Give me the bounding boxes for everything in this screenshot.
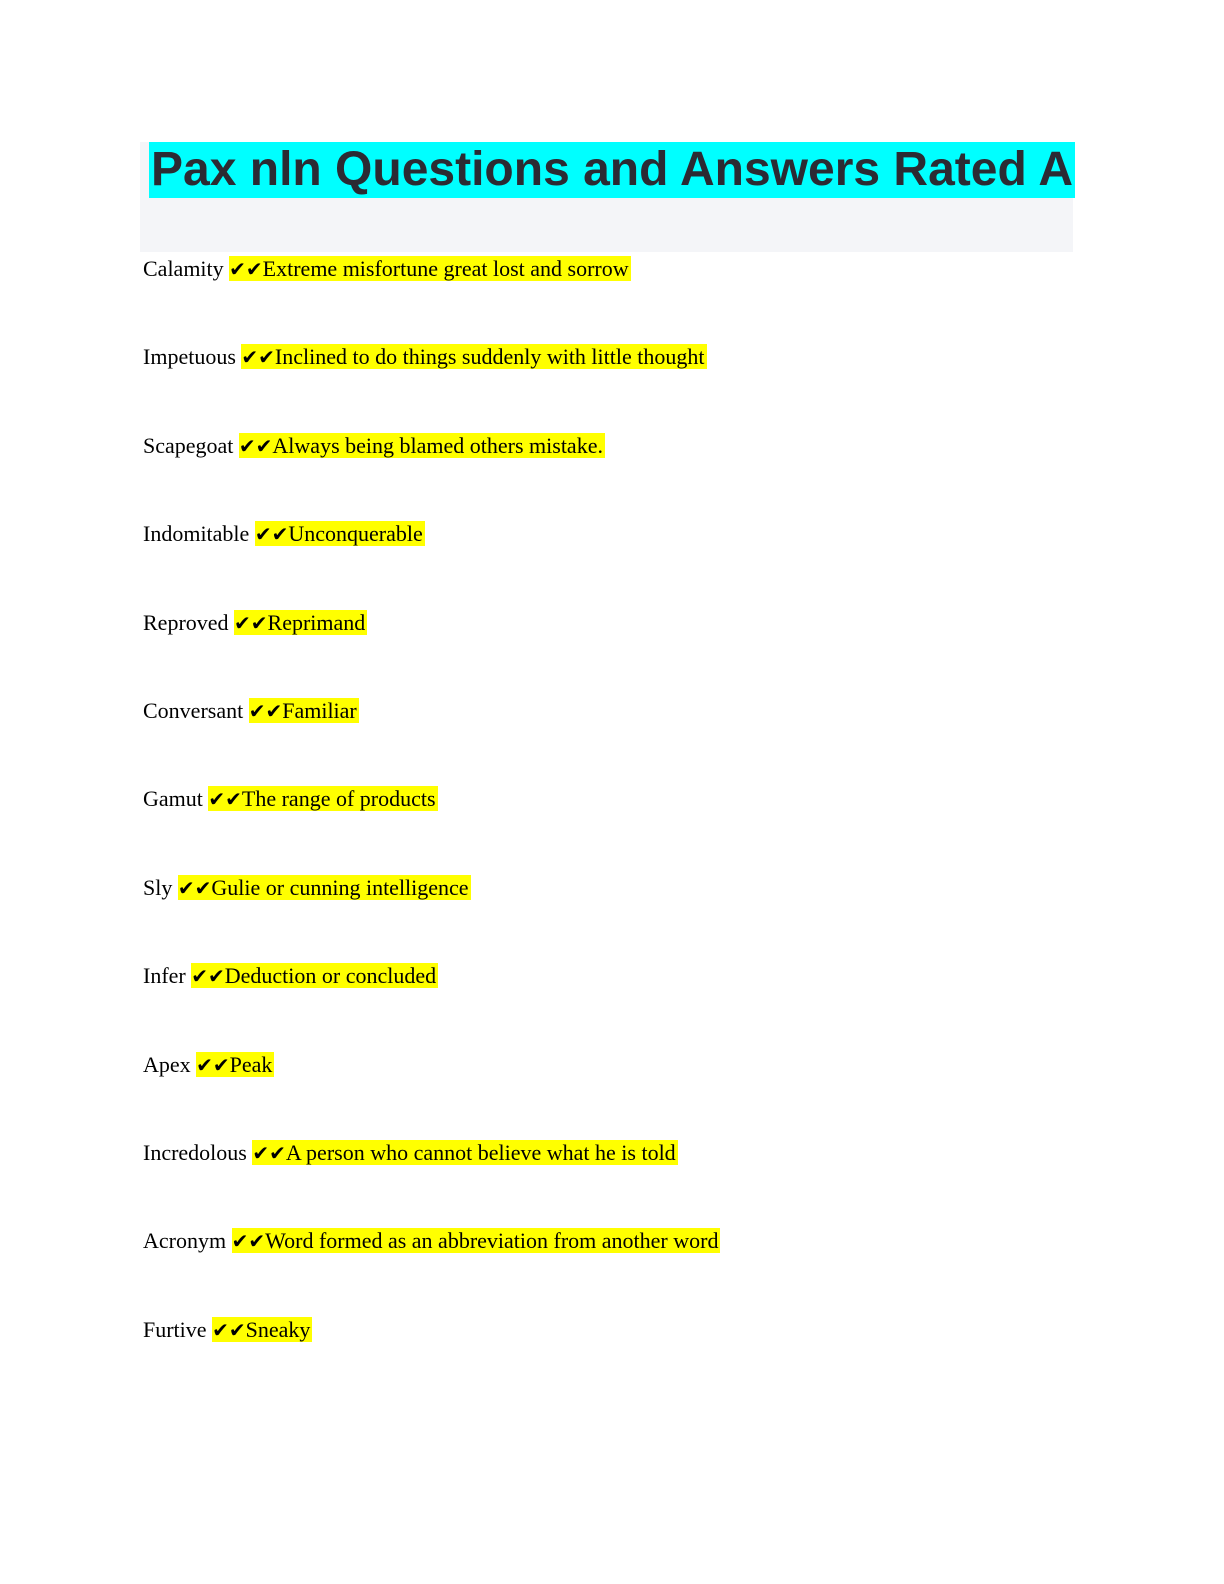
- term: Infer: [143, 963, 186, 989]
- double-check-icon: ✔✔: [238, 433, 273, 458]
- qa-entry: Conversant ✔✔Familiar: [143, 696, 359, 726]
- answer-highlight: ✔✔Familiar: [248, 698, 359, 723]
- term: Scapegoat: [143, 432, 234, 458]
- answer: Inclined to do things suddenly with litt…: [274, 344, 705, 370]
- qa-entry: Acronym ✔✔Word formed as an abbreviation…: [143, 1226, 721, 1256]
- double-check-icon: ✔✔: [229, 257, 263, 281]
- answer: Gulie or cunning intelligence: [211, 874, 469, 900]
- answer-highlight: ✔✔Gulie or cunning intelligence: [177, 874, 471, 900]
- term: Gamut: [143, 786, 203, 812]
- answer: Word formed as an abbreviation from anot…: [265, 1228, 719, 1254]
- term: Acronym: [143, 1228, 227, 1254]
- document-title: Pax nln Questions and Answers Rated A: [149, 142, 1075, 198]
- term: Reproved: [143, 609, 229, 635]
- answer-highlight: ✔✔A person who cannot believe what he is…: [252, 1140, 678, 1165]
- answer: Unconquerable: [288, 521, 423, 547]
- term: Calamity: [143, 256, 224, 281]
- answer-highlight: ✔✔Always being blamed others mistake.: [238, 432, 605, 458]
- double-check-icon: ✔✔: [254, 522, 289, 547]
- qa-entry: Calamity ✔✔Extreme misfortune great lost…: [143, 254, 631, 284]
- answer-highlight: ✔✔Deduction or concluded: [191, 963, 439, 989]
- answer-highlight: ✔✔Reprimand: [234, 609, 368, 635]
- qa-entry: Apex ✔✔Peak: [143, 1050, 275, 1080]
- answer-highlight: ✔✔Peak: [196, 1051, 275, 1077]
- answer: Familiar: [282, 698, 357, 723]
- double-check-icon: ✔✔: [252, 1141, 286, 1165]
- answer: The range of products: [241, 786, 436, 812]
- double-check-icon: ✔✔: [191, 964, 225, 989]
- term: Apex: [143, 1051, 191, 1077]
- answer: Always being blamed others mistake.: [272, 432, 603, 458]
- answer-highlight: ✔✔Word formed as an abbreviation from an…: [231, 1228, 721, 1254]
- answer-highlight: ✔✔Inclined to do things suddenly with li…: [241, 344, 707, 370]
- double-check-icon: ✔✔: [177, 875, 212, 900]
- double-check-icon: ✔✔: [212, 1317, 246, 1342]
- qa-entry: Reproved ✔✔Reprimand: [143, 608, 368, 638]
- qa-entry: Infer ✔✔Deduction or concluded: [143, 961, 439, 991]
- answer: A person who cannot believe what he is t…: [285, 1140, 676, 1165]
- double-check-icon: ✔✔: [234, 610, 268, 635]
- qa-entry: Gamut ✔✔The range of products: [143, 784, 438, 814]
- term: Incredolous: [143, 1140, 247, 1165]
- term: Conversant: [143, 698, 244, 723]
- answer: Peak: [229, 1051, 273, 1077]
- answer-highlight: ✔✔Sneaky: [212, 1316, 313, 1342]
- qa-entry: Sly ✔✔Gulie or cunning intelligence: [143, 873, 471, 903]
- qa-entry: Incredolous ✔✔A person who cannot believ…: [143, 1138, 678, 1168]
- answer: Reprimand: [267, 609, 366, 635]
- double-check-icon: ✔✔: [241, 345, 275, 370]
- answer: Sneaky: [245, 1316, 311, 1342]
- term: Furtive: [143, 1316, 207, 1342]
- double-check-icon: ✔✔: [208, 787, 242, 812]
- qa-entry: Indomitable ✔✔Unconquerable: [143, 519, 425, 549]
- answer: Extreme misfortune great lost and sorrow: [262, 256, 629, 281]
- answer-highlight: ✔✔The range of products: [208, 786, 438, 812]
- qa-entry: Scapegoat ✔✔Always being blamed others m…: [143, 431, 605, 461]
- double-check-icon: ✔✔: [231, 1229, 266, 1254]
- double-check-icon: ✔✔: [248, 699, 283, 723]
- double-check-icon: ✔✔: [196, 1052, 230, 1077]
- qa-entry: Furtive ✔✔Sneaky: [143, 1315, 313, 1345]
- qa-entry: Impetuous ✔✔Inclined to do things sudden…: [143, 342, 707, 372]
- answer-highlight: ✔✔Unconquerable: [254, 521, 425, 547]
- answer: Deduction or concluded: [224, 963, 437, 989]
- term: Impetuous: [143, 344, 236, 370]
- term: Sly: [143, 874, 173, 900]
- answer-highlight: ✔✔Extreme misfortune great lost and sorr…: [229, 256, 631, 281]
- term: Indomitable: [143, 521, 250, 547]
